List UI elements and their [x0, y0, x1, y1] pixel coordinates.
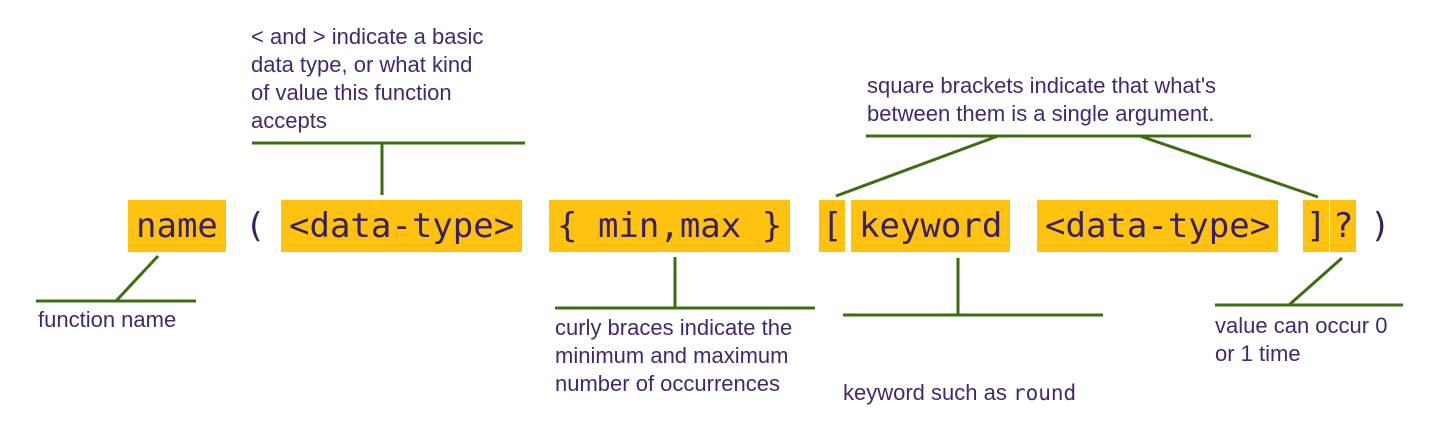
note-square-brackets: square brackets indicate that what's bet…	[867, 73, 1217, 126]
function-name-note-diagonal	[114, 254, 160, 303]
note-curly-braces: curly braces indicate the minimum and ma…	[555, 315, 793, 396]
note-data-type: < and > indicate a basic data type, or w…	[251, 24, 484, 133]
occurrence-note-diagonal	[1288, 256, 1343, 307]
brackets-note-diagonal-left	[835, 134, 999, 198]
code-token-occurrence-braces: { min,max }	[549, 200, 791, 252]
note-occurrence: value can occur 0 or 1 time	[1215, 313, 1388, 366]
code-token-close-paren: )	[1370, 206, 1391, 246]
code-token-bracket-close: ]	[1303, 200, 1330, 252]
code-token-data-type-2: <data-type>	[1037, 200, 1279, 252]
code-token-question-mark: ?	[1330, 200, 1357, 252]
code-token-open-paren: (	[245, 206, 266, 246]
code-token-data-type-1: <data-type>	[281, 200, 523, 252]
note-keyword-text: keyword such as	[843, 380, 1013, 405]
note-keyword-line-1: keyword such as round	[843, 379, 1076, 407]
note-keyword-code-round: round	[1012, 381, 1077, 405]
brackets-note-diagonal-right	[1139, 134, 1319, 199]
code-token-function-name: name	[128, 200, 226, 252]
note-keyword: keyword such as round or at that indicat…	[843, 323, 1076, 439]
code-token-bracket-open: [	[819, 200, 846, 252]
code-token-keyword: keyword	[851, 200, 1011, 252]
note-function-name: function name	[38, 307, 177, 332]
